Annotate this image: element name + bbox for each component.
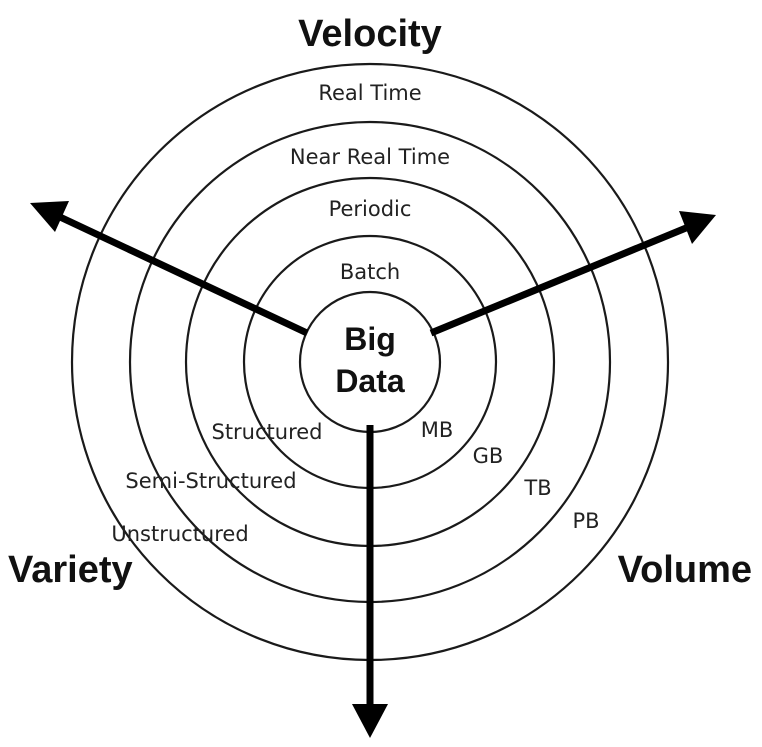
variety-level-unstructured: Unstructured xyxy=(111,522,248,546)
variety-arrow xyxy=(30,201,309,337)
volume-level-gb: GB xyxy=(473,444,504,468)
variety-level-structured: Structured xyxy=(211,420,322,444)
velocity-level-batch: Batch xyxy=(340,260,400,284)
volume-level-tb: TB xyxy=(523,476,551,500)
volume-level-mb: MB xyxy=(421,418,454,442)
variety-arrow-shaft xyxy=(58,213,309,337)
velocity-depth-arrow xyxy=(352,425,388,738)
volume-level-pb: PB xyxy=(572,509,599,533)
velocity-title: Velocity xyxy=(298,13,442,55)
volume-title: Volume xyxy=(618,549,752,591)
downward-arrow-head xyxy=(352,704,388,738)
volume-arrow xyxy=(429,211,716,337)
velocity-level-real-time: Real Time xyxy=(318,81,421,105)
variety-level-semi-structured: Semi-Structured xyxy=(125,469,296,493)
ring-center xyxy=(298,290,442,434)
volume-arrow-shaft xyxy=(429,224,688,337)
center-label-line2: Data xyxy=(335,363,405,399)
variety-title: Variety xyxy=(8,549,133,591)
velocity-level-near-real-time: Near Real Time xyxy=(290,145,450,169)
velocity-level-periodic: Periodic xyxy=(329,197,412,221)
variety-arrow-head xyxy=(30,201,69,232)
volume-arrow-head xyxy=(679,211,716,244)
center-label-line1: Big xyxy=(344,321,396,357)
